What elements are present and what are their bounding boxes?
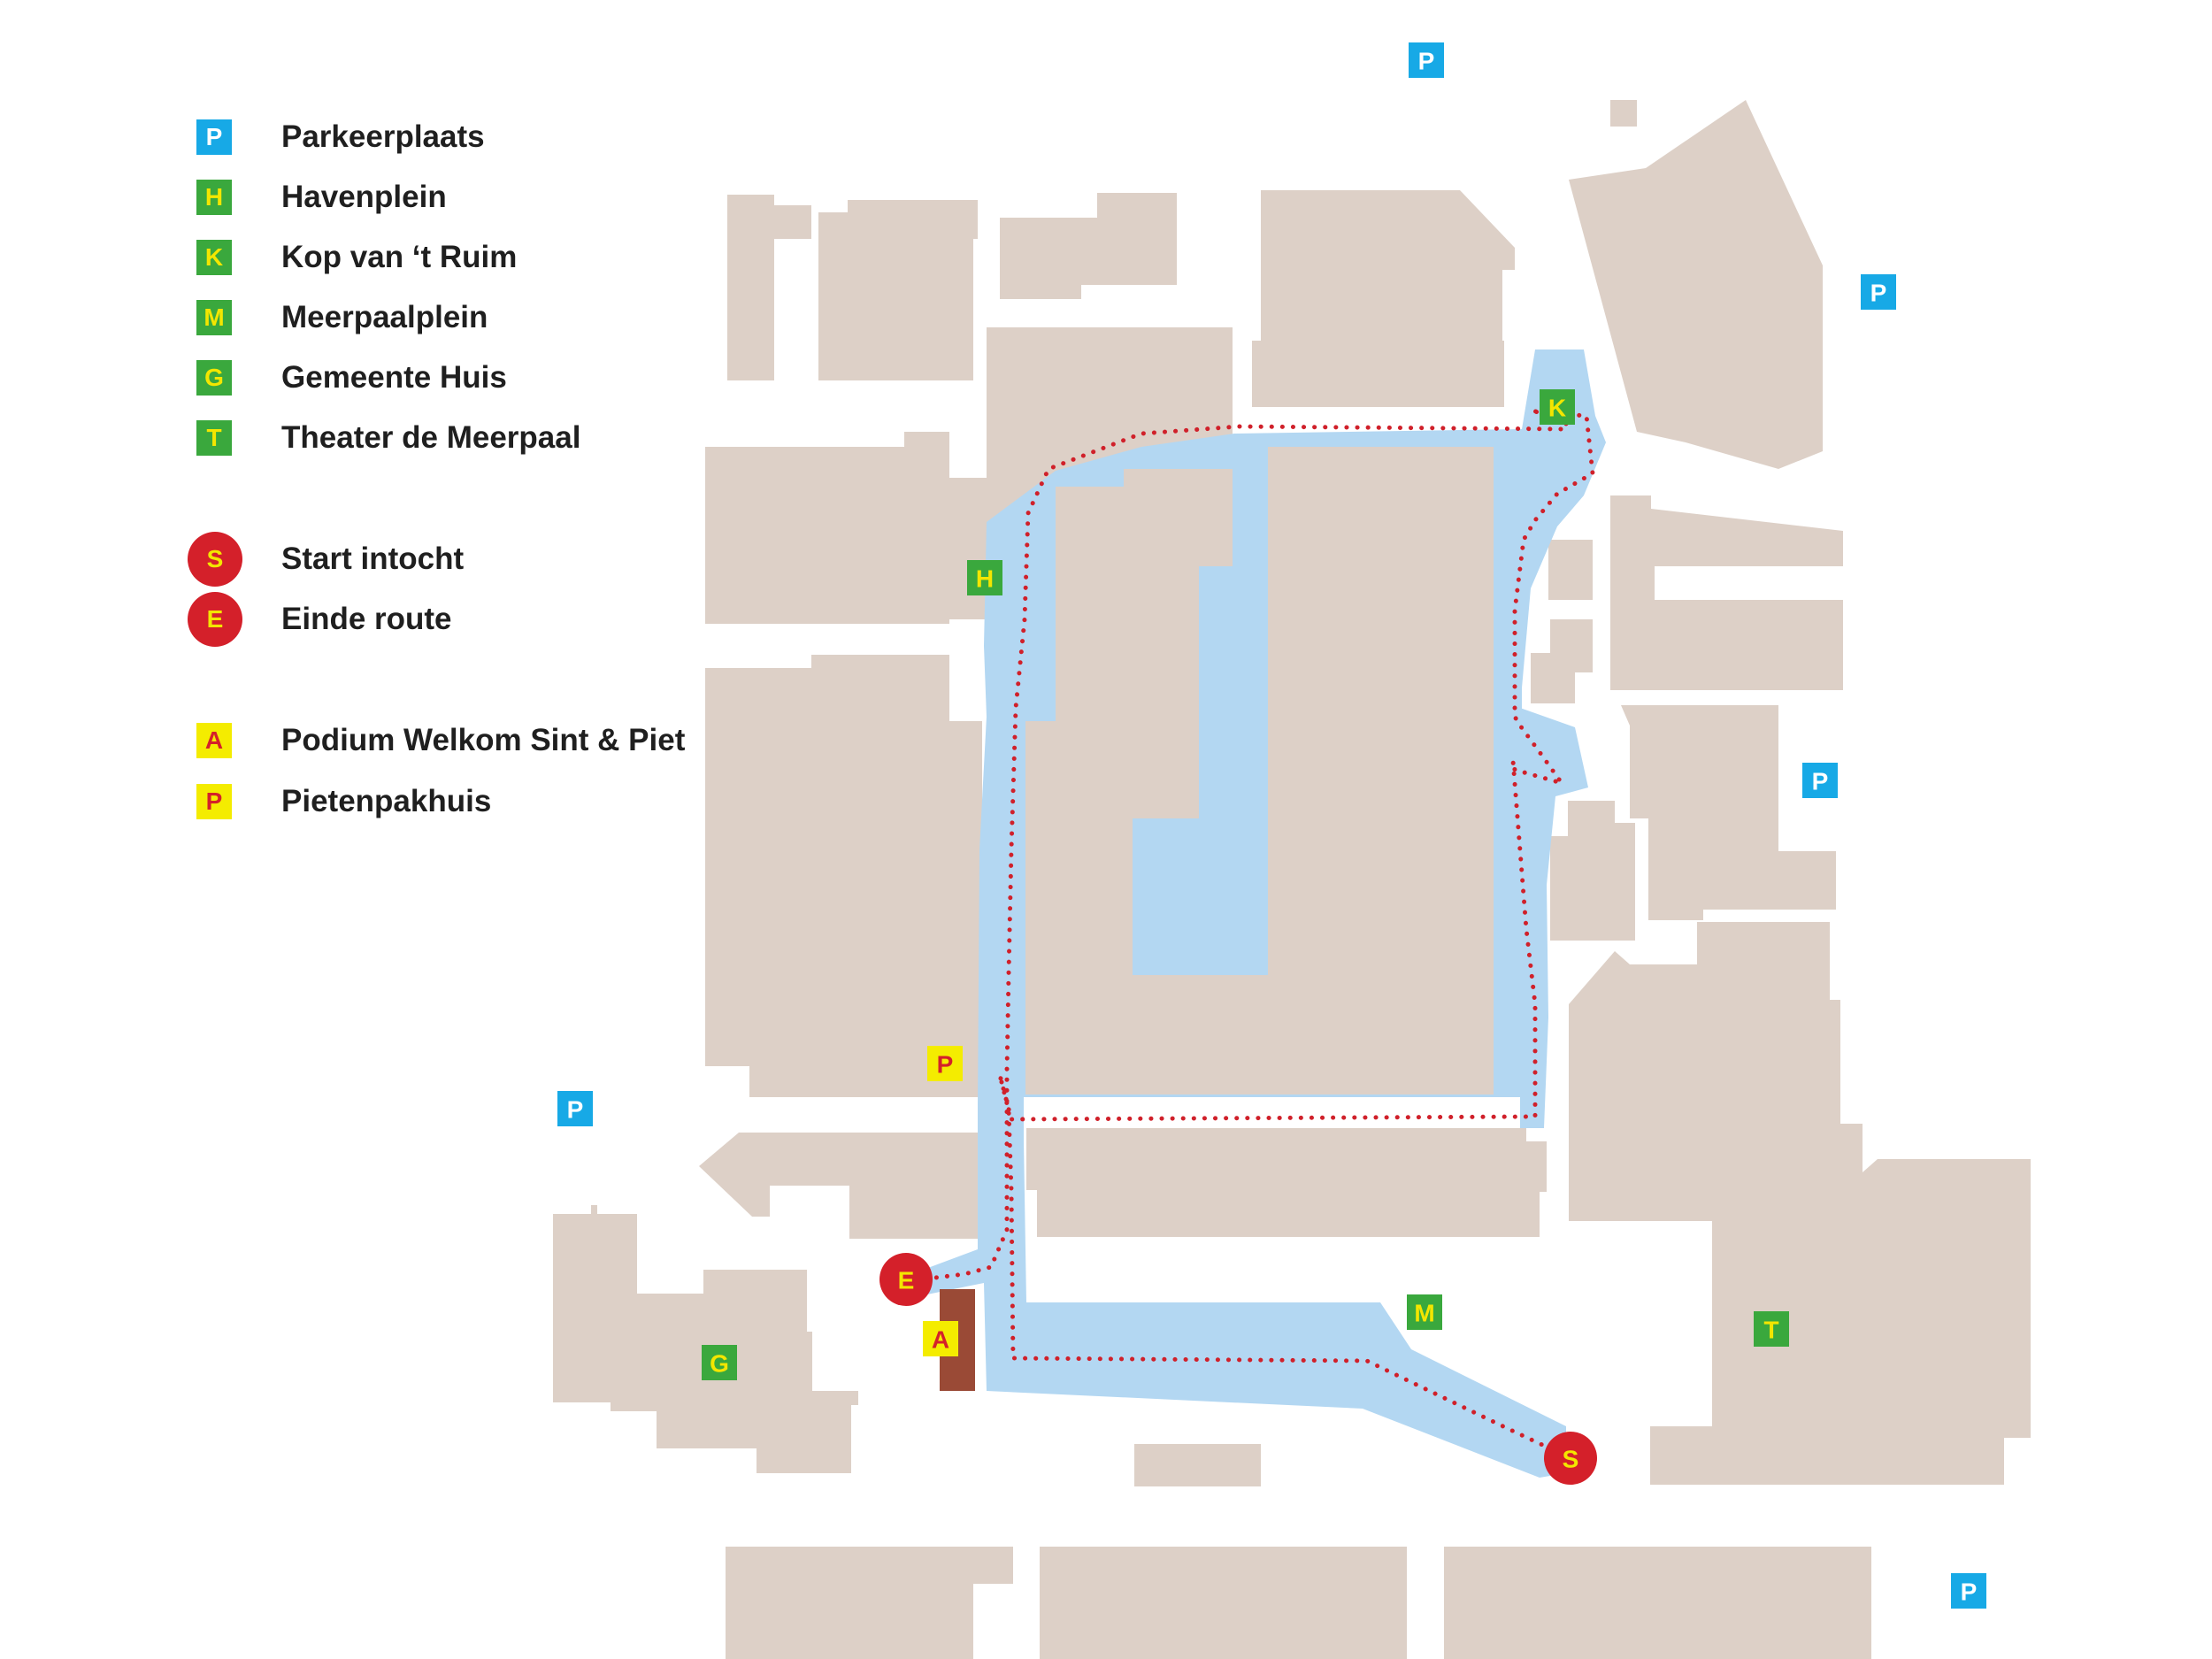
square-icon: K: [196, 240, 232, 275]
building: [1610, 100, 1637, 127]
building: [1569, 100, 1823, 469]
kop-van-t-ruim-marker[interactable]: K: [1540, 389, 1575, 425]
legend-label: Meerpaalplein: [281, 300, 488, 334]
meerpaalplein-marker[interactable]: M: [1407, 1294, 1442, 1330]
building: [1261, 190, 1515, 349]
building: [727, 195, 811, 380]
start-intocht-marker[interactable]: S: [1544, 1432, 1597, 1485]
marker-label: P: [567, 1096, 584, 1124]
legend-label: Kop van ‘t Ruim: [281, 240, 518, 274]
gemeente-huis-marker[interactable]: G: [702, 1345, 737, 1380]
square-icon: T: [196, 420, 232, 456]
legend-label: Havenplein: [281, 180, 447, 214]
marker-label: K: [1548, 395, 1566, 422]
legend-label: Parkeerplaats: [281, 119, 485, 154]
building: [699, 1133, 980, 1239]
legend-label: Theater de Meerpaal: [281, 420, 581, 455]
venue-icon: A: [196, 723, 232, 758]
building: [1444, 1547, 1871, 1659]
building: [1025, 447, 1494, 1094]
marker-label: G: [710, 1350, 729, 1378]
parking-bottom-right-marker[interactable]: P: [1951, 1573, 1986, 1609]
building: [1531, 619, 1593, 703]
square-icon: G: [196, 360, 232, 396]
parking-left-marker[interactable]: P: [557, 1091, 593, 1126]
building: [818, 200, 978, 380]
legend-label: Einde route: [281, 602, 452, 636]
building: [1621, 705, 1836, 920]
building: [1548, 540, 1593, 600]
parking-icon: P: [196, 119, 232, 155]
legend-label: Podium Welkom Sint & Piet: [281, 723, 686, 757]
legend-label: Pietenpakhuis: [281, 784, 492, 818]
pietenpakhuis-marker[interactable]: P: [927, 1046, 963, 1081]
building: [1569, 922, 2031, 1485]
marker-label: H: [976, 565, 994, 593]
marker-label: P: [937, 1051, 954, 1079]
map-markers: P P P P P H K M: [557, 42, 1986, 1609]
building: [1000, 193, 1177, 299]
marker-label: P: [1812, 768, 1829, 795]
legend-label: Gemeente Huis: [281, 360, 507, 395]
theater-de-meerpaal-marker[interactable]: T: [1754, 1311, 1789, 1347]
parking-top-marker[interactable]: P: [1409, 42, 1444, 78]
einde-route-marker[interactable]: E: [879, 1253, 933, 1306]
building: [705, 655, 982, 1097]
marker-label: P: [1418, 48, 1435, 75]
route-area: [911, 349, 1606, 1478]
route-line: [904, 409, 1595, 1461]
route-corridor: [911, 349, 1606, 1478]
podium-marker[interactable]: A: [923, 1321, 958, 1356]
marker-label: S: [1563, 1446, 1579, 1473]
marker-label: T: [1763, 1317, 1778, 1344]
legend-label: Start intocht: [281, 541, 465, 576]
venue-icon: P: [196, 784, 232, 819]
square-icon: H: [196, 180, 232, 215]
marker-label: M: [1414, 1300, 1434, 1327]
parking-right-marker[interactable]: P: [1802, 763, 1838, 798]
end-point-icon: E: [188, 592, 242, 647]
building: [1026, 1128, 1547, 1237]
building: [1134, 1444, 1261, 1486]
marker-label: E: [898, 1267, 915, 1294]
marker-label: A: [932, 1326, 949, 1354]
havenplein-marker[interactable]: H: [967, 560, 1002, 595]
route-path: [904, 409, 1595, 1461]
building: [705, 432, 949, 624]
marker-label: P: [1961, 1578, 1978, 1606]
building: [1550, 801, 1635, 941]
building: [726, 1547, 1013, 1659]
building: [1252, 341, 1504, 407]
start-point-icon: S: [188, 532, 242, 587]
square-icon: M: [196, 300, 232, 335]
building: [1040, 1547, 1407, 1659]
marker-label: P: [1870, 280, 1887, 307]
building: [553, 1205, 858, 1473]
building: [1610, 495, 1843, 690]
parking-upper-right-marker[interactable]: P: [1861, 274, 1896, 310]
